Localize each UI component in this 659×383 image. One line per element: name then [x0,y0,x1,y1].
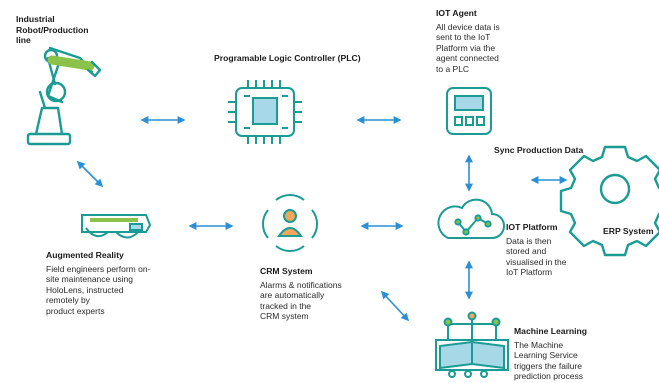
cloud-icon [437,198,505,239]
iot-agent-desc-3: Platform via the [436,42,496,53]
iot-agent-desc-2: sent to the IoT [436,32,491,42]
sync-title: Sync Production Data [494,145,584,155]
ml-book-icon [435,311,509,378]
ar-desc-5: product experts [46,305,105,316]
robot-arm-icon [26,46,102,146]
chip-icon [228,80,302,144]
ar-title: Augmented Reality [46,250,124,260]
plc-title: Programable Logic Controller (PLC) [214,53,361,63]
ml-block: Machine Learning The Machine Learning Se… [514,326,587,382]
crm-desc-1: Alarms & notifications [260,279,342,290]
crm-title: CRM System [260,266,313,276]
arrow-crm-ml [380,290,410,322]
arrow-robot-ar [76,160,104,188]
robot-title-line2: Robot/Production [16,24,89,35]
iot-platform-desc-2: stored and [506,246,547,256]
robot-title-line3: line [16,35,31,45]
iot-agent-desc-4: agent connected [436,53,499,63]
device-icon [446,87,492,135]
crm-desc-2: are automatically [260,290,325,300]
iot-platform-block: IOT Platform Data is then stored and vis… [506,222,566,278]
ml-desc-4: prediction process [514,371,583,381]
erp-title: ERP System [603,226,654,236]
ar-desc-1: Field engineers perform on- [46,263,151,274]
robot-title-line1: Industrial [16,14,55,24]
robot-title: Industrial Robot/Production line [16,14,89,46]
iot-platform-title: IOT Platform [506,222,558,232]
iot-agent-block: IOT Agent All device data is sent to the… [436,8,500,74]
iot-agent-title: IOT Agent [436,8,477,18]
ml-title: Machine Learning [514,326,588,336]
ar-desc-4: remotely by [46,295,90,305]
crm-desc-3: tracked in the [260,300,312,311]
iot-agent-desc-1: All device data is [436,21,500,32]
iot-platform-desc-4: IoT Platform [506,267,553,277]
crm-user-icon [261,193,319,253]
iot-platform-desc-3: visualised in the [506,256,567,267]
crm-block: CRM System Alarms & notifications are au… [260,266,342,322]
ml-desc-3: triggers the failure [514,360,583,371]
ar-glasses-icon [81,214,152,239]
ar-desc-2: site maintenance using [46,274,133,284]
ar-desc-3: HoloLens, instructed [46,284,124,295]
ar-block: Augmented Reality Field engineers perfor… [46,250,150,316]
iot-platform-desc-1: Data is then [506,235,552,246]
iot-agent-desc-5: to a PLC [436,63,470,74]
ml-desc-2: Learning Service [514,350,578,360]
crm-desc-4: CRM system [260,311,309,321]
gear-icon [559,145,659,257]
ml-desc-1: The Machine [514,339,564,350]
